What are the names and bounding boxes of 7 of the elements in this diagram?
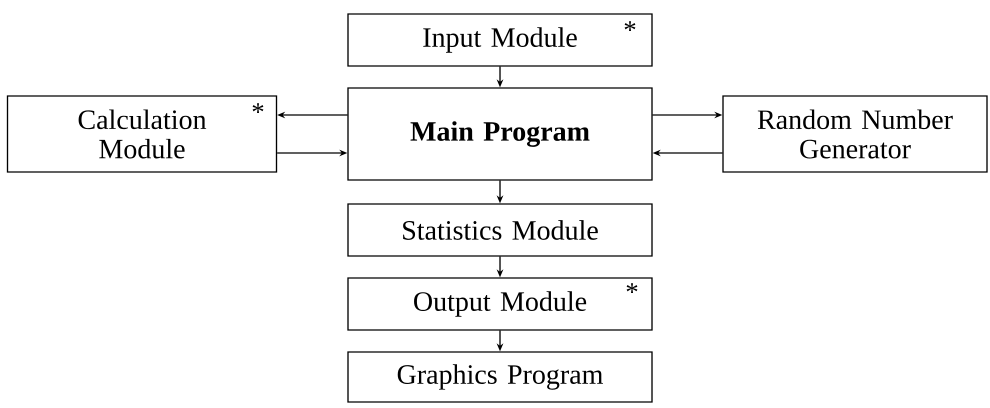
module-box: Random Number Generator — [722, 95, 988, 173]
module-box: Main Program — [347, 87, 653, 181]
asterisk: * — [624, 21, 636, 32]
module-box: Statistics Module — [347, 203, 653, 257]
asterisk: * — [626, 283, 638, 294]
asterisk: * — [252, 103, 264, 114]
module-box: Graphics Program — [347, 351, 653, 403]
